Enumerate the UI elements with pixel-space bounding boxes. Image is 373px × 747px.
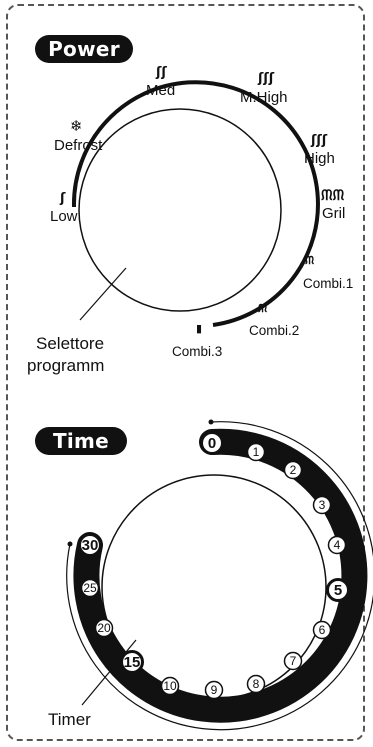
timer-callout: Timer [48,710,91,729]
timer-mark-6: 6 [319,623,326,637]
panel-frame [6,4,365,741]
timer-mark-1: 1 [253,445,260,459]
power-label-combi-2: Combi.2 [249,323,300,338]
low-heat-icon: ʃ [60,191,66,206]
timer-mark-30-circle [78,533,102,557]
power-label-high: High [304,150,335,167]
timer-mark-5: 5 [334,582,342,599]
timer-mark-25: 25 [83,581,97,595]
timer-mark-9-circle [204,680,224,700]
power-label-combi-1: Combi.1 [303,276,354,291]
power-label-combi-3: Combi.3 [172,344,223,359]
power-label-gril: Gril [322,205,346,222]
timer-mark-15-circle [120,650,144,674]
timer-mark-15: 15 [124,654,141,671]
snowflake-icon: ❄ [70,117,83,135]
timer-mark-10: 10 [163,679,177,693]
medium-heat-icon: ʃʃ [156,65,167,80]
timer-mark-4: 4 [334,538,341,552]
timer-mark-8: 8 [253,677,260,691]
timer-mark-20: 20 [97,621,111,635]
timer-mark-5-circle [326,578,350,602]
timer-mark-30: 30 [82,537,99,554]
power-badge: Power [35,35,133,63]
timer-guide-start-dot [208,419,214,425]
grill-icon: ᙏᙏ [321,188,345,204]
timer-mark-10-circle [160,676,180,696]
timer-mark-0: 0 [208,435,216,452]
combi-3-icon: ▮ [196,322,203,335]
timer-mark-0-circle [200,431,224,455]
timer-mark-2: 2 [290,463,297,477]
high-heat-icon: ʃʃʃ [311,133,328,148]
timer-band [73,428,368,723]
power-label-m-high: M.High [240,89,288,106]
timer-mark-8-circle [246,674,266,694]
timer-mark-7-circle [283,651,303,671]
timer-mark-7: 7 [290,654,297,668]
timer-mark-3: 3 [319,498,326,512]
power-callout-line [79,267,127,321]
timer-mark-9: 9 [211,683,218,697]
timer-guide-arc [66,421,373,731]
power-knob [78,108,282,312]
timer-mark-4-circle [327,535,347,555]
power-label-low: Low [50,208,78,225]
timer-marks: 0 1 2 3 4 5 6 7 8 9 10 15 20 25 30 [78,431,350,700]
timer-mark-25-circle [80,578,100,598]
power-label-med: Med [146,82,176,99]
timer-mark-1-circle [246,442,266,462]
timer-guide-end-dot [67,541,73,547]
medium-high-heat-icon: ʃʃʃ [258,71,275,86]
power-label-defrost: Defrost [54,137,103,154]
combi-2-icon: ᙏ [258,302,268,315]
timer-mark-3-circle [312,495,332,515]
power-callout-line1: Selettore [36,334,105,353]
power-callout-line2: programm [27,356,105,375]
power-scale-arc [71,80,320,327]
timer-mark-2-circle [283,460,303,480]
timer-mark-6-circle [312,620,332,640]
time-badge: Time [35,427,127,455]
timer-callout-line [81,639,137,706]
combi-1-icon: ᙏ [305,254,315,267]
timer-mark-20-circle [94,618,114,638]
